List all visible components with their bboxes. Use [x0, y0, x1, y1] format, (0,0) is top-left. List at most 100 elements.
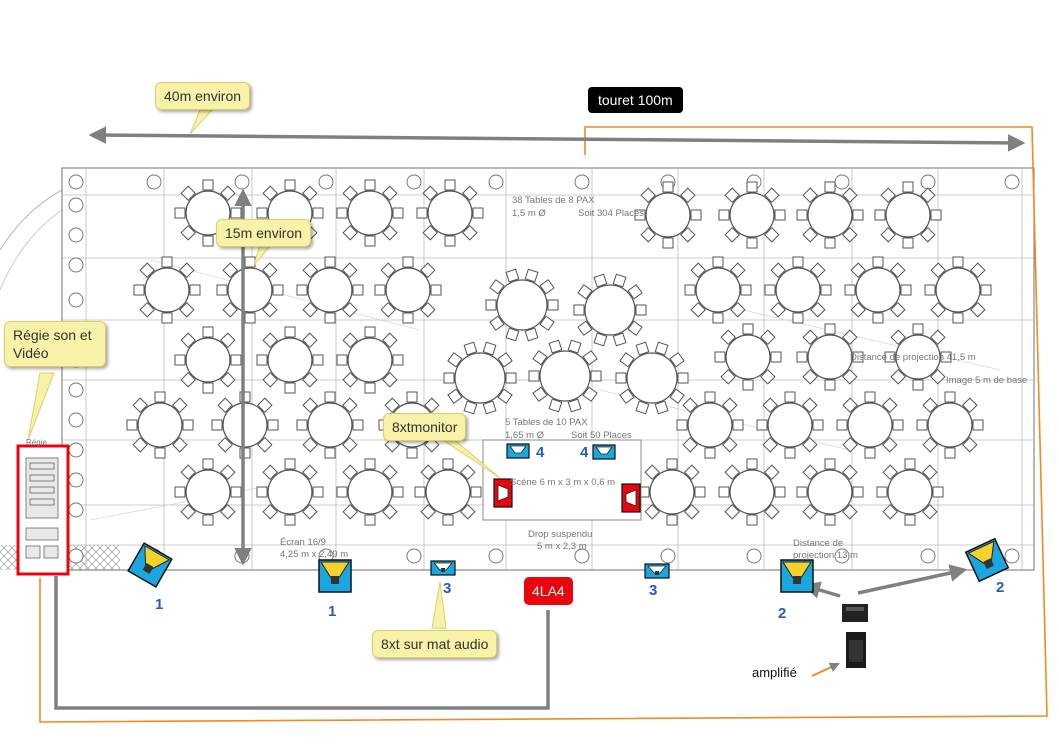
round-table	[256, 458, 324, 526]
round-table	[256, 326, 324, 394]
round-table	[443, 341, 517, 415]
column-post	[920, 174, 936, 190]
column-post	[68, 197, 84, 213]
round-table	[796, 181, 864, 249]
plan-tables10: 5 Tables de 10 PAX	[505, 417, 588, 428]
stage-monitor-icon	[592, 444, 616, 460]
round-table	[756, 391, 824, 459]
plan-regie-small: Régie	[26, 438, 47, 447]
left-arc	[0, 189, 63, 251]
amp-label: 4LA4	[524, 577, 573, 605]
speaker-label: 1	[155, 596, 164, 613]
length-arrow	[88, 126, 1026, 152]
hall-outline	[61, 167, 1035, 571]
control-callout: Régie son et Vidéo	[4, 321, 106, 367]
round-table	[844, 256, 912, 324]
monitor-callout: 8xtmonitor	[383, 413, 467, 441]
round-table	[874, 181, 942, 249]
round-table	[416, 179, 484, 247]
round-table	[638, 458, 706, 526]
plan-screen-size: 4,25 m x 2,49 m	[280, 549, 349, 560]
round-table	[336, 458, 404, 526]
round-table	[684, 256, 752, 324]
column-post	[660, 548, 676, 564]
plan-stage: Scène 6 m x 3 m x 0,6 m	[510, 477, 616, 488]
column-post	[406, 174, 422, 190]
column-post	[318, 174, 334, 190]
column-post	[68, 472, 84, 488]
column-post	[834, 548, 850, 564]
speaker-icon	[127, 542, 173, 588]
width-callout-pointer	[253, 243, 274, 266]
column-post	[68, 257, 84, 273]
round-table	[133, 256, 201, 324]
column-post	[488, 174, 504, 190]
round-table	[676, 391, 744, 459]
plan-diam8: 1,5 m Ø	[512, 208, 546, 219]
plan-image-base: Image 5 m de base	[946, 375, 1028, 386]
plan-places304: Soit 304 Places	[578, 208, 645, 219]
column-post	[68, 174, 84, 190]
control-booth-equipment	[25, 457, 59, 559]
speaker-label: 2	[778, 605, 787, 622]
mast-speaker-icon	[644, 563, 670, 579]
amp-arrow-right	[857, 564, 968, 595]
round-table	[884, 323, 952, 391]
column-post	[68, 442, 84, 458]
cable-route	[54, 576, 550, 710]
round-table	[764, 256, 832, 324]
round-table	[916, 391, 984, 459]
mast-callout-pointer	[431, 581, 447, 629]
round-table	[216, 256, 284, 324]
round-table	[634, 181, 702, 249]
plan-proj-near2: projection 13 m	[793, 550, 858, 561]
subwoofer-icon	[846, 632, 866, 668]
plan-tables8: 38 Tables de 8 PAX	[512, 195, 595, 206]
round-table	[296, 256, 364, 324]
plan-diam10: 1,65 m Ø	[505, 430, 545, 441]
column-post	[920, 548, 936, 564]
plan-places50: Soit 50 Places	[571, 430, 632, 441]
column-post	[834, 174, 850, 190]
monitor-number: 4	[580, 444, 589, 461]
round-table	[485, 268, 559, 342]
plan-screen: Écran 16/9	[280, 537, 326, 548]
length-callout-pointer	[189, 109, 214, 135]
column-post	[746, 548, 762, 564]
speaker-label: 3	[649, 582, 658, 599]
column-post	[146, 174, 162, 190]
column-post	[1004, 548, 1020, 564]
round-table	[174, 326, 242, 394]
round-table	[336, 179, 404, 247]
control-callout-pointer	[27, 372, 55, 441]
column-post	[68, 292, 84, 308]
round-table	[296, 391, 364, 459]
speaker-label: 2	[996, 579, 1005, 596]
round-table	[174, 458, 242, 526]
column-post	[406, 548, 422, 564]
column-post	[488, 548, 504, 564]
stage-monitor-icon	[506, 443, 530, 459]
speaker-icon	[780, 559, 814, 593]
plan-proj-far: Distance de projection 41,5 m	[850, 352, 976, 363]
cable-reel-label: touret 100m	[588, 87, 683, 113]
round-table	[528, 339, 602, 413]
column-post	[1004, 174, 1020, 190]
width-callout: 15m environ	[216, 219, 312, 247]
round-table	[615, 341, 689, 415]
round-table	[714, 323, 782, 391]
plan-proj-near: Distance de	[793, 538, 844, 549]
round-table	[336, 326, 404, 394]
column-post	[68, 548, 84, 564]
speaker-icon	[318, 559, 352, 593]
round-table	[924, 256, 992, 324]
column-post	[68, 412, 84, 428]
amplified-label: amplifié	[752, 665, 797, 680]
red-monitor-icon	[493, 478, 513, 508]
round-table	[211, 391, 279, 459]
mast-callout: 8xt sur mat audio	[372, 630, 498, 658]
round-table	[374, 256, 442, 324]
round-table	[796, 458, 864, 526]
column-post	[68, 382, 84, 398]
